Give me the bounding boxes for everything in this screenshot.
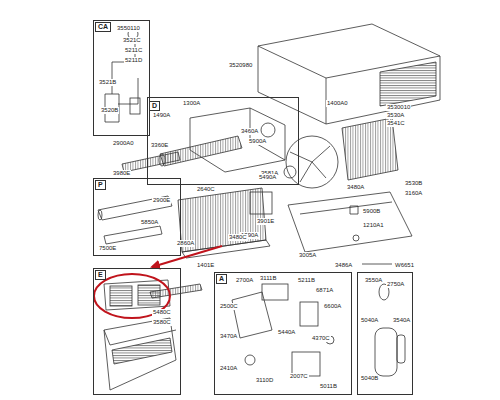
callout-number: 2410A (219, 365, 238, 372)
section-box: E 5480C 3580C (93, 268, 181, 395)
control-box (232, 292, 272, 338)
callout-number: 3480A (346, 184, 365, 191)
bracket (250, 192, 272, 214)
section-letter: D (149, 101, 160, 111)
callout-number: 2900A0 (112, 140, 135, 147)
callout-number: 1401E (196, 262, 215, 269)
callout-number: 2700A (235, 277, 254, 284)
callout-number: 5440A (277, 329, 296, 336)
callout-number: 2860A (176, 240, 195, 247)
condenser-motor (284, 166, 296, 178)
parts-box: 3550A2750A 5040A 3540A 5040B (357, 272, 413, 395)
callout-number: 1300A (182, 100, 201, 107)
callout-number: 3541C (386, 120, 406, 127)
callout-number: 5040B (360, 375, 379, 382)
callout-number: 1490A (152, 112, 171, 119)
callout-number: 3520B (100, 107, 119, 114)
callout-number: 3980E (112, 170, 131, 177)
callout-number: 5040A (360, 317, 379, 324)
callout-number: 5211B (297, 277, 316, 284)
callout-number: 3111B (259, 275, 277, 282)
callout-number: 3520980 (228, 62, 253, 69)
section-letter: P (95, 180, 106, 190)
evaporator-coil (342, 118, 398, 180)
callout-number: 2500C (219, 303, 239, 310)
compressor (375, 328, 397, 376)
callout-number: 3521B (98, 79, 117, 86)
rear-grille (380, 62, 436, 106)
front-cover (104, 318, 176, 390)
callout-number: 5900A (248, 138, 267, 145)
callout-number: 5850A (140, 219, 159, 226)
accumulator (397, 335, 405, 363)
callout-number: 3550110 (116, 25, 141, 32)
knob (245, 355, 255, 365)
callout-number: 5211C (124, 47, 143, 54)
callout-number: 2750A (386, 281, 405, 288)
callout-number: 4370C (311, 335, 331, 342)
callout-number: 3540A (392, 317, 411, 324)
fan-motor (261, 123, 275, 137)
callout-number: 3460A (240, 128, 259, 135)
callout-number: 3486A (334, 262, 353, 269)
filter-roll (98, 196, 172, 244)
discharge-grille (150, 284, 202, 298)
callout-number: 2007C (289, 373, 309, 380)
callout-number: 7500E (98, 245, 117, 252)
base-pan (288, 192, 412, 252)
callout-number: 6871A (315, 287, 334, 294)
cabinet-sleeve (258, 24, 440, 124)
callout-number: 5211D (124, 57, 143, 64)
callout-number: 3901E (256, 218, 275, 225)
callout-number: 1210A1 (362, 222, 385, 229)
callout-number: 3530010 (386, 104, 411, 111)
callout-number: 3110D (255, 377, 274, 384)
callout-number: 3005A (298, 252, 317, 259)
callout-number: 3480C (228, 234, 248, 241)
callout-number: 1400A0 (326, 100, 349, 107)
section-letter: CA (95, 22, 111, 32)
section-letter: E (95, 270, 106, 280)
screw (353, 235, 359, 241)
callout-number: W6651 (394, 262, 415, 269)
fan-blade (290, 146, 330, 182)
control-board (262, 284, 288, 300)
heater-coil (122, 152, 180, 172)
callout-number: 5490A (258, 174, 277, 181)
callout-number: 5011B (319, 383, 338, 390)
valve-part (130, 98, 140, 114)
callout-number: 5900B (362, 208, 381, 215)
section-box: CA 3550110 3521C 5211C 5211D 3521B 3520B (93, 20, 150, 136)
callout-number: 5480C (152, 309, 172, 316)
cover-grille (112, 338, 172, 364)
small-parts (350, 206, 392, 264)
air-filter (110, 286, 132, 306)
callout-number: 2900E (152, 197, 171, 204)
callout-number: 3521C (122, 37, 142, 44)
relay (300, 302, 318, 326)
section-box: P 2900E 5850A 7500E (93, 178, 181, 256)
callout-number: 3580C (152, 319, 172, 326)
section-box: A 2700A 3111B 5211B 6871A 2500C 6600A 5440A 3470… (214, 272, 352, 395)
callout-number: 3550A (364, 277, 383, 284)
callout-number: 3360E (150, 142, 169, 149)
callout-number: 2640C (196, 186, 216, 193)
roll-end (98, 210, 102, 220)
section-letter: A (216, 274, 227, 284)
callout-number: 3470A (219, 333, 238, 340)
callout-number: 6600A (323, 303, 342, 310)
section-box: D1300A1490A3360E3460A5900A3581A (147, 97, 299, 185)
callout-number: 3530A (386, 112, 405, 119)
callout-number: 3160A (404, 190, 423, 197)
callout-number: 3530B (404, 180, 423, 187)
fan-shroud (286, 136, 338, 188)
